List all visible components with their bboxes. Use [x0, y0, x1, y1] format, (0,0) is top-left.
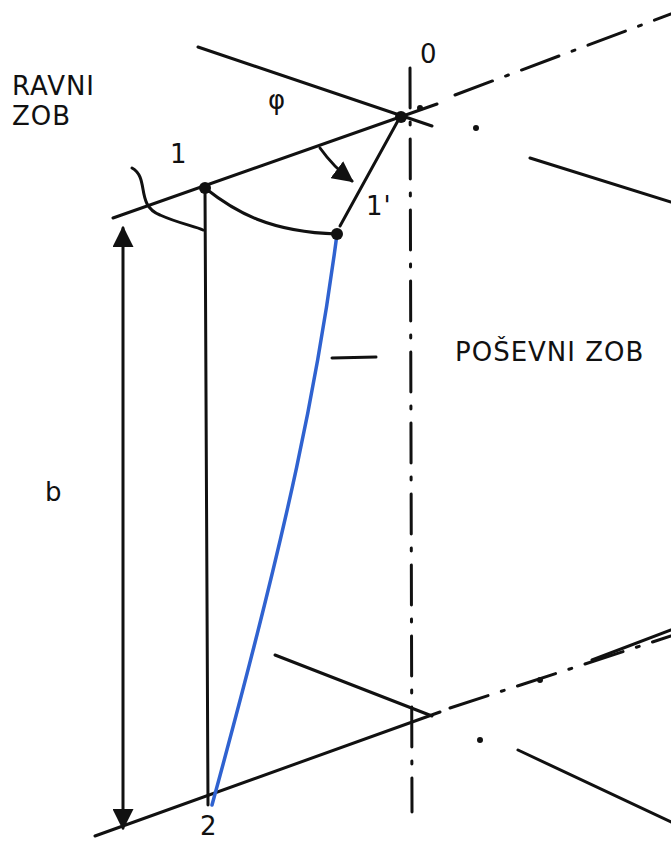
edge-line: [530, 158, 671, 202]
center-line: [455, 14, 671, 95]
edge-line: [592, 630, 671, 660]
dash: [332, 357, 376, 358]
point: [199, 182, 211, 194]
angle-symbol: φ: [268, 86, 308, 116]
leader-line: [132, 168, 203, 230]
point-label: 1: [170, 140, 200, 170]
point: [331, 228, 343, 240]
helical-tooth-edge: [212, 234, 337, 805]
point: [395, 111, 407, 123]
rotation-arc: [205, 188, 337, 234]
part-name: POŠEVNI ZOB: [455, 338, 645, 368]
edge-line: [275, 655, 432, 716]
dot: [539, 679, 542, 682]
axis-line: [410, 68, 412, 812]
point-label: 0: [420, 40, 460, 70]
edge-line: [198, 47, 432, 126]
dot: [475, 127, 478, 130]
dot: [419, 107, 422, 110]
point-label: 1': [366, 192, 406, 222]
angle-arrow: [320, 148, 352, 181]
straight-tooth-edge: [205, 188, 208, 805]
center-line: [450, 636, 671, 708]
dot: [479, 739, 482, 742]
point-label: 2: [200, 812, 230, 842]
dimension-line: [122, 228, 125, 828]
part-name: RAVNI ZOB: [12, 72, 147, 132]
edge-line: [95, 712, 440, 836]
dimension-label: b: [45, 478, 85, 508]
edge-line: [518, 750, 671, 822]
